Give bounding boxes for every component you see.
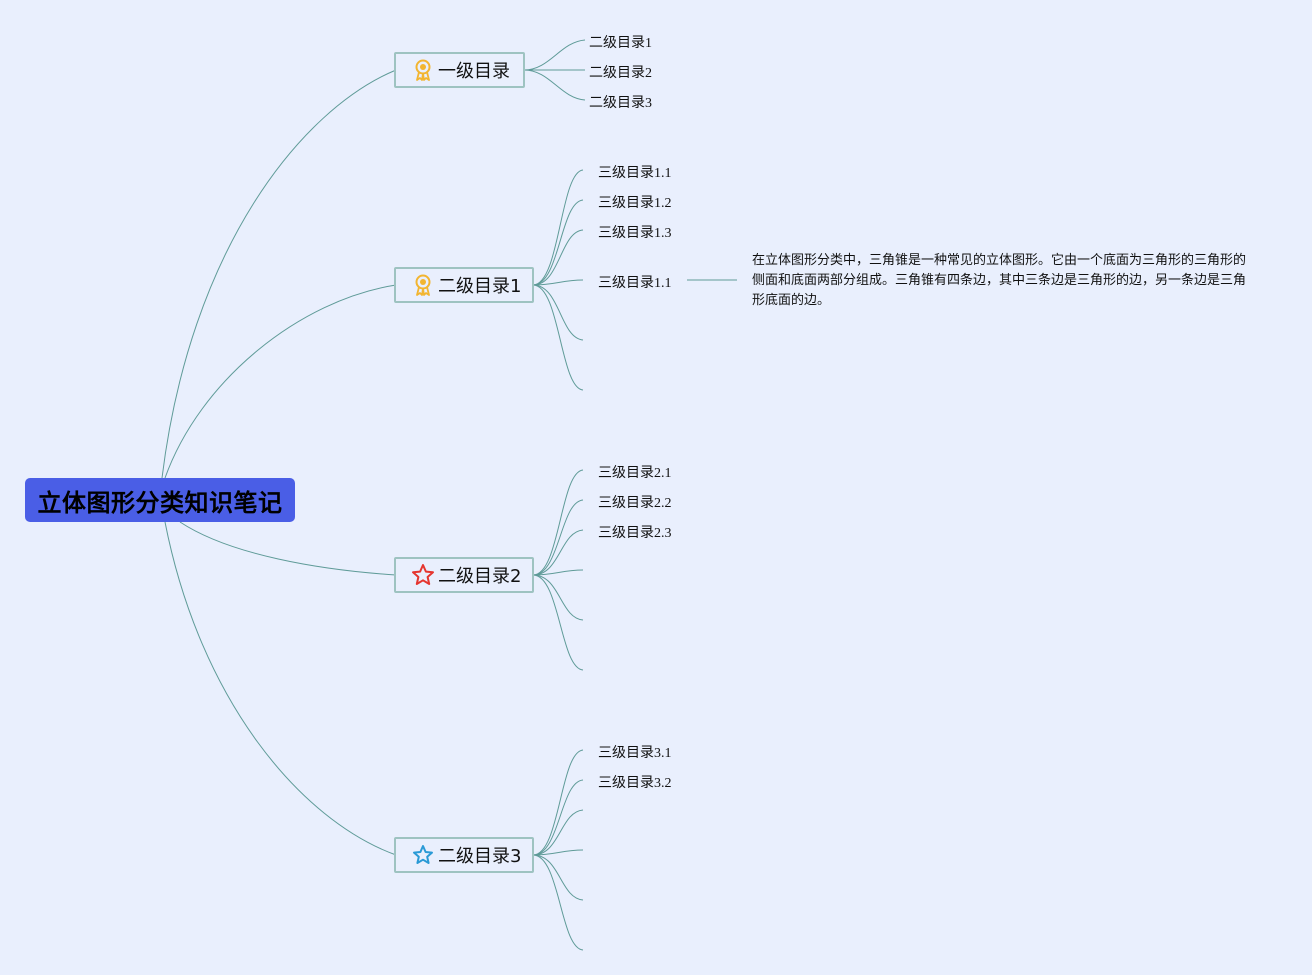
subtopic-item[interactable]: 三级目录3.1 xyxy=(598,746,672,761)
subtopic-item[interactable]: 三级目录2.3 xyxy=(598,526,672,541)
medal-icon xyxy=(410,272,436,298)
link-root-l1-3 xyxy=(164,521,397,856)
link-root-l1-1 xyxy=(164,284,397,479)
subtopic-item[interactable]: 三级目录1.3 xyxy=(598,226,672,241)
root-topic-label: 立体图形分类知识笔记 xyxy=(37,488,283,517)
red-star-icon xyxy=(410,562,436,588)
subtopic-item[interactable]: 三级目录1.1 xyxy=(598,166,672,181)
topic-level1-2[interactable]: 二级目录2 xyxy=(394,557,534,593)
topic-level1-label: 二级目录2 xyxy=(438,566,522,587)
subtopic-item[interactable]: 三级目录2.2 xyxy=(598,496,672,511)
topic-level1-label: 一级目录 xyxy=(438,61,510,82)
topic-level1-3[interactable]: 二级目录3 xyxy=(394,837,534,873)
subtopic-item[interactable]: 三级目录1.1 xyxy=(598,276,672,291)
root-topic[interactable]: 立体图形分类知识笔记 xyxy=(25,478,295,522)
subtopic-item[interactable]: 二级目录2 xyxy=(589,66,652,81)
medal-icon xyxy=(410,57,436,83)
topic-level1-1[interactable]: 二级目录1 xyxy=(394,267,534,303)
subtopic-item[interactable]: 三级目录2.1 xyxy=(598,466,672,481)
topic-level1-0[interactable]: 一级目录 xyxy=(394,52,525,88)
topic-level1-label: 二级目录3 xyxy=(438,846,522,867)
topic-note: 在立体图形分类中，三角锥是一种常见的立体图形。它由一个底面为三角形的三角形的侧面… xyxy=(752,253,1247,308)
link-root-l1-2 xyxy=(179,521,397,576)
subtopic-item[interactable]: 三级目录1.2 xyxy=(598,196,672,211)
blue-star-icon xyxy=(410,842,436,868)
link-root-l1-0 xyxy=(161,69,397,479)
subtopic-item[interactable]: 二级目录1 xyxy=(589,36,652,51)
subtopic-item[interactable]: 三级目录3.2 xyxy=(598,776,672,791)
subtopic-item[interactable]: 二级目录3 xyxy=(589,96,652,111)
topic-level1-label: 二级目录1 xyxy=(438,276,522,297)
